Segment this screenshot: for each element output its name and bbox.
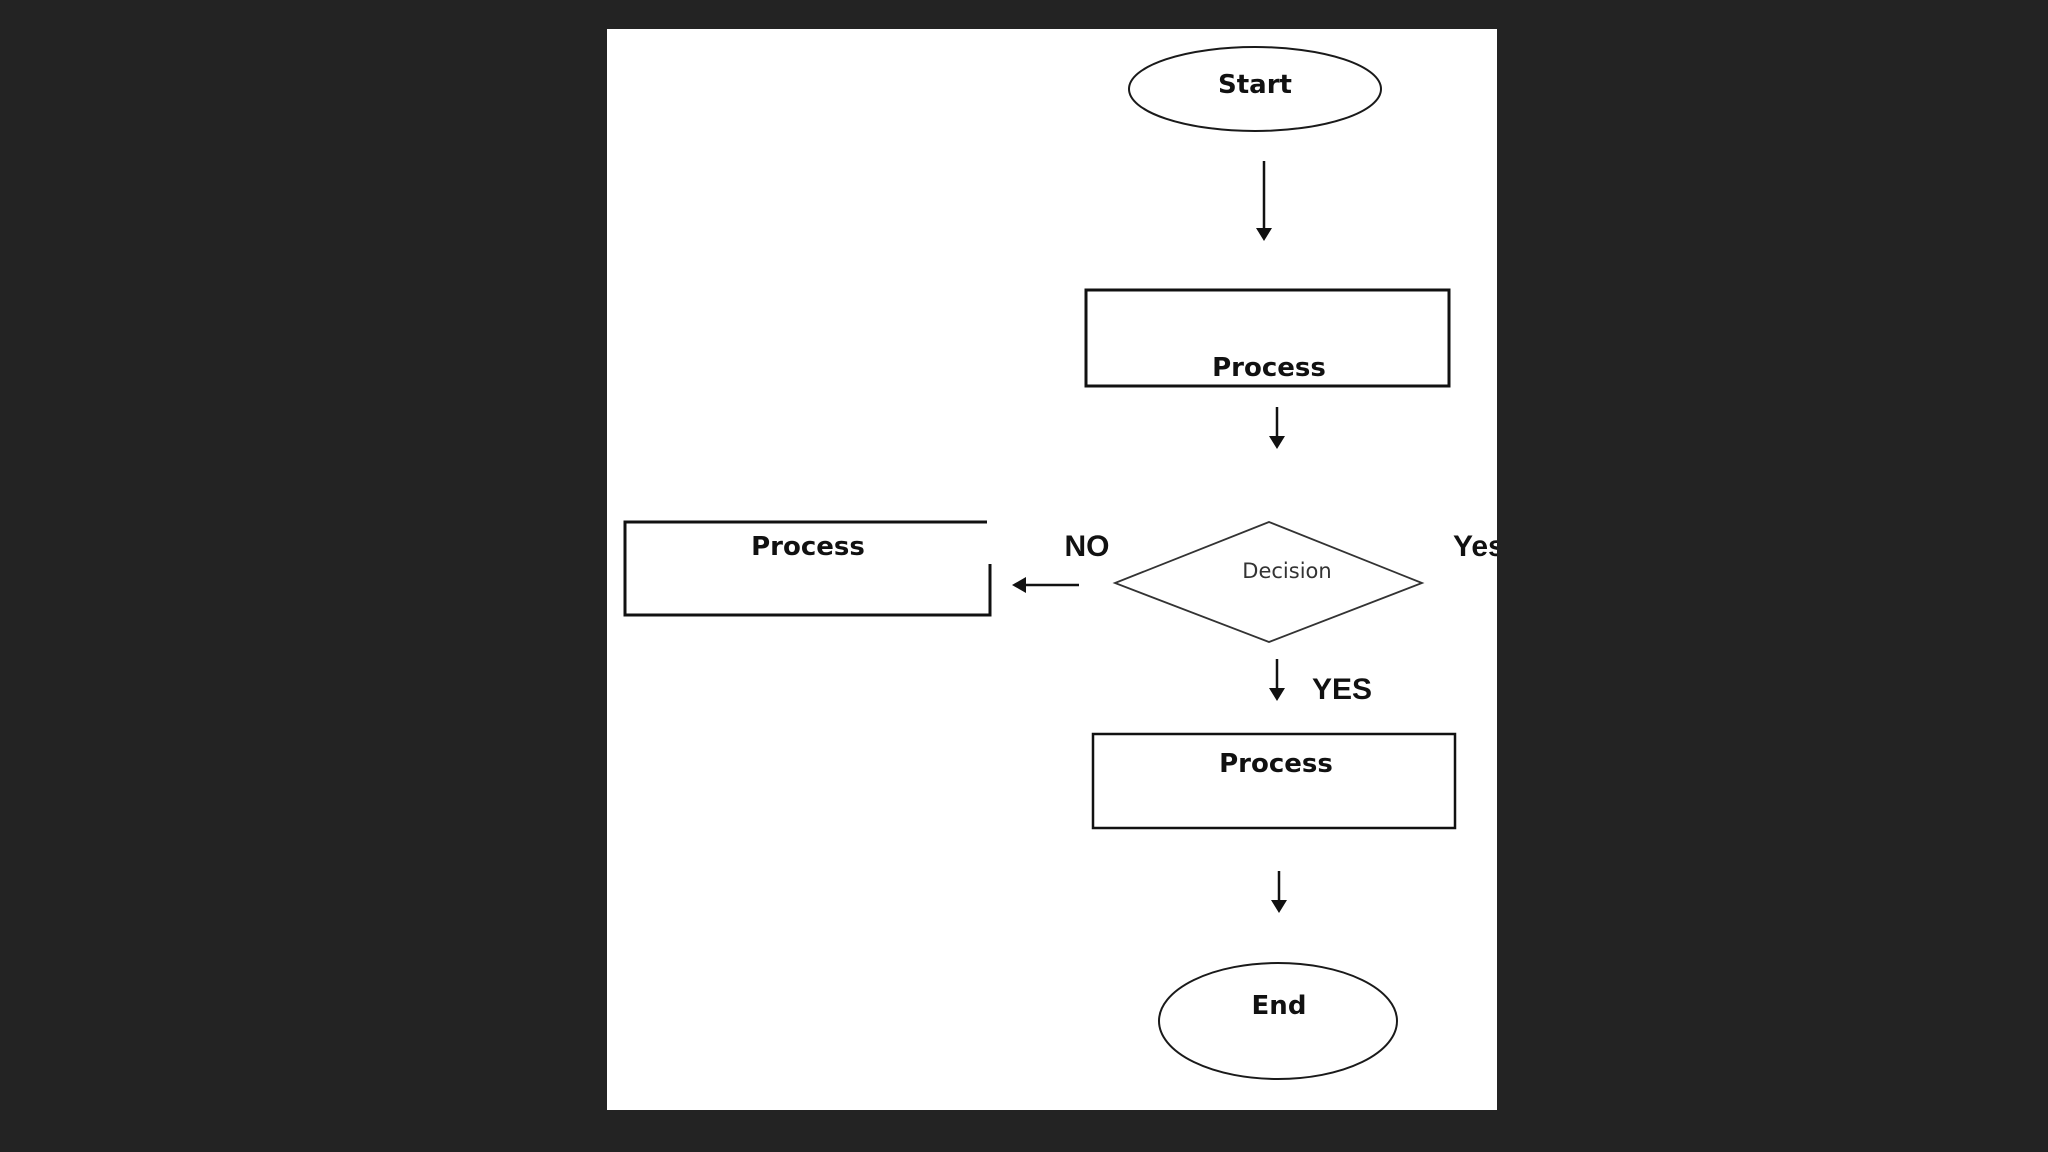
end-label: End bbox=[1251, 991, 1307, 1021]
arrowhead bbox=[1271, 900, 1287, 913]
yes-down-edge-label: YES bbox=[1312, 673, 1373, 706]
arrowhead bbox=[1256, 228, 1272, 241]
start-node bbox=[1128, 46, 1382, 132]
arrowhead bbox=[1269, 436, 1285, 449]
no-edge-label: NO bbox=[1064, 530, 1110, 563]
start-label: Start bbox=[1218, 70, 1292, 100]
process-node-1 bbox=[1084, 288, 1451, 388]
flowchart-page: Start Process Decision Process Process E… bbox=[607, 29, 1497, 1110]
yes-right-edge-label: Yes bbox=[1453, 530, 1497, 563]
arrowhead bbox=[1269, 688, 1285, 701]
process-node-yes bbox=[1091, 732, 1457, 830]
process-1-label: Process bbox=[1212, 353, 1326, 383]
process-node-no bbox=[623, 520, 992, 617]
flowchart-canvas bbox=[623, 46, 1457, 1080]
process-yes-label: Process bbox=[1219, 749, 1333, 779]
decision-node bbox=[1112, 521, 1425, 643]
arrowhead bbox=[1012, 577, 1026, 593]
process-no-label: Process bbox=[751, 532, 865, 562]
end-node bbox=[1158, 962, 1398, 1080]
decision-label: Decision bbox=[1242, 559, 1332, 583]
